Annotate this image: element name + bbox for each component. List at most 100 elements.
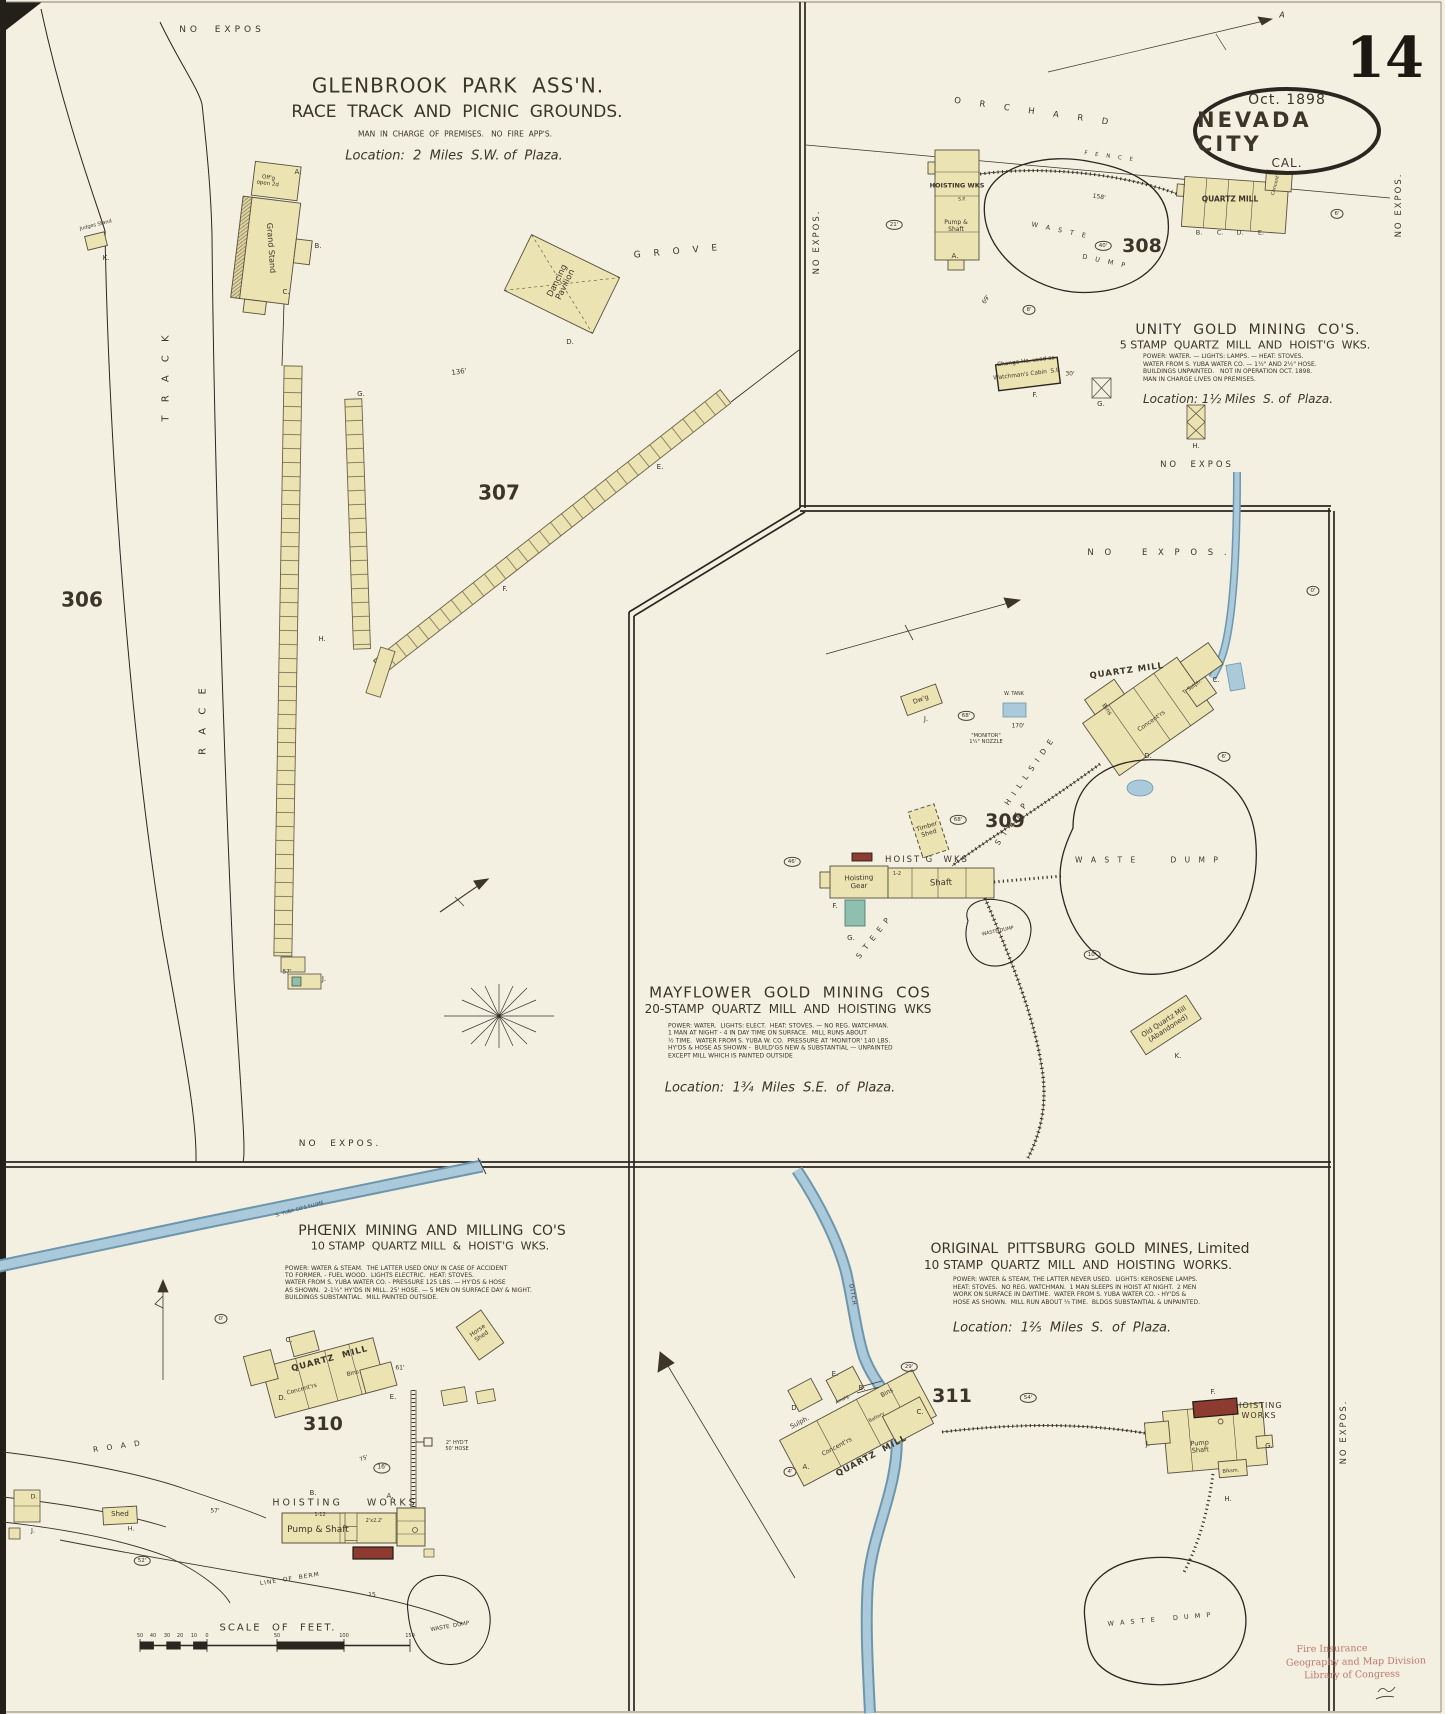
- stamp-scribble: [1375, 1686, 1396, 1700]
- shaft-label: Shaft: [929, 877, 953, 889]
- unity-letter-h: H.: [1192, 441, 1200, 450]
- no-expos-margin-bottom: NO EXPOS.: [1339, 1399, 1350, 1465]
- unity-letter-a: A.: [951, 251, 959, 260]
- scale-num-10: 10: [190, 1633, 198, 1640]
- phoenix-letter-d2: D.: [30, 1492, 38, 1501]
- road-label: R O A D: [92, 1438, 144, 1455]
- judges-stand-label: Judges Stand: [79, 218, 113, 233]
- horse-shed-label: Horse Shed: [468, 1322, 490, 1344]
- phoenix-hoisting-label: HOISTING WORKS: [272, 1497, 418, 1509]
- left-small-buildings-310: [8, 1489, 41, 1540]
- grand-stand-label: Grand Stand: [264, 222, 278, 274]
- phoenix-letter-h: H.: [127, 1524, 135, 1533]
- water-tank-309: [1002, 702, 1027, 718]
- hoisting-gear-label: Hoisting Gear: [844, 873, 874, 891]
- dim-57-310: 57': [210, 1507, 220, 1515]
- mayflower-notes: POWER: WATER. LIGHTS: ELECT. HEAT: STOVE…: [668, 1022, 893, 1060]
- dim-68-upper: 68': [957, 710, 975, 722]
- waste-dump-309-label: W A S T E D U M P: [1075, 855, 1221, 865]
- shed-label: Shed: [111, 1509, 129, 1518]
- binding-edge: [0, 0, 6, 1714]
- pittsburg-letter-h: H.: [1224, 1494, 1232, 1503]
- dim-158: 158': [1092, 192, 1107, 202]
- dim-40: 40': [1094, 240, 1112, 252]
- phoenix-small-buildings: [440, 1386, 496, 1407]
- ditch-label: DITCH: [847, 1283, 858, 1307]
- oval-state: CAL.: [1271, 156, 1303, 170]
- unity-letter-d: D.: [1236, 228, 1244, 237]
- letter-a-glen: A.: [294, 167, 302, 176]
- unity-letter-e: E.: [1257, 228, 1265, 237]
- offg-label: Off'g open 2d: [256, 174, 280, 189]
- pipe-line-310: [410, 1390, 417, 1524]
- pittsburg-mill-buildings: [778, 1365, 938, 1487]
- flume-310: [0, 1157, 487, 1273]
- hydrant-310: [416, 1437, 433, 1447]
- waste-dump-310-label: WASTE DUMP: [430, 1620, 470, 1634]
- dim-1-2: 1-2: [892, 871, 902, 878]
- unity-quartz-mill-building: [1176, 169, 1293, 235]
- watchman-cabin-building: [994, 356, 1062, 392]
- letter-f-glen: F.: [502, 584, 508, 593]
- glenbrook-title-line2: RACE TRACK AND PICNIC GROUNDS.: [291, 102, 623, 123]
- dancing-pavilion-building: [503, 234, 621, 334]
- north-arrow-glen: [439, 878, 490, 913]
- dim-61-310: 61': [395, 1364, 405, 1372]
- unity-watchman-label: Watchman's Cabin S.P.: [993, 367, 1061, 382]
- oval-date: Oct. 1898: [1248, 92, 1326, 108]
- dim-6-309: 6': [1217, 751, 1231, 763]
- pittsburg-pump-shaft-label: Pump Shaft: [1190, 1438, 1210, 1455]
- unity-change-house-label: Change Ho. used as: [996, 355, 1056, 369]
- north-arrow-311: [657, 1351, 796, 1579]
- block-number-308: 308: [1122, 235, 1162, 258]
- monitor-label: "MONITOR" 1¼" NOZZLE: [969, 733, 1003, 745]
- no-expos-309: N O E X P O S .: [1087, 548, 1231, 559]
- compass-rose: [444, 984, 554, 1048]
- dim-54: 54': [1019, 1392, 1037, 1404]
- orchard-label: O R C H A R D: [953, 95, 1117, 129]
- unity-title-line1: UNITY GOLD MINING CO'S.: [1135, 321, 1361, 338]
- fence-line: [805, 144, 1391, 199]
- glenbrook-note: MAN IN CHARGE OF PREMISES. NO FIRE APP'S…: [358, 129, 552, 139]
- flume-label: S. YUBA CO'S FLUME: [275, 1200, 325, 1219]
- shed-building-310: [102, 1505, 138, 1526]
- unity-location: Location: 1½ Miles S. of Plaza.: [1142, 392, 1334, 407]
- scale-num-100: 100: [339, 1633, 349, 1640]
- mill-pond-309: [1126, 779, 1154, 797]
- pittsburg-letter-b: B.: [858, 1383, 866, 1392]
- unity-letter-b: B.: [1195, 228, 1203, 237]
- old-mill-label: Old Quartz Mill (Abandoned): [1139, 1004, 1190, 1045]
- mayflower-waste-dump-outline: [1059, 759, 1257, 975]
- pittsburg-letter-f: F.: [1210, 1387, 1216, 1396]
- phoenix-hoisting-buildings: [281, 1507, 435, 1560]
- mayflower-hoisting-label: HOIST'G WKS: [885, 855, 969, 866]
- pittsburg-letter-g: G.: [1265, 1441, 1273, 1450]
- dim-136: 136': [450, 366, 468, 378]
- phoenix-pump-shaft-label: Pump & Shaft: [287, 1524, 349, 1535]
- dim-29: 29': [900, 1361, 918, 1373]
- dim-16: 16': [373, 1462, 391, 1474]
- block-number-309: 309: [985, 810, 1025, 833]
- horse-shed-building: [455, 1309, 505, 1361]
- mayflower-panel-shapes: [819, 471, 1257, 1159]
- mayflower-letter-g: G.: [847, 933, 855, 942]
- unity-waste-dump-outline: [983, 158, 1170, 294]
- dim-52: 52': [133, 1555, 151, 1567]
- corner-shadow: [6, 2, 42, 30]
- hoisting-works-311-label: HOISTING WORKS: [1235, 1401, 1283, 1420]
- unity-hoisting-building: [927, 149, 980, 271]
- dim-0-310: 0': [214, 1313, 228, 1325]
- dim-8: 8': [1022, 304, 1036, 316]
- letter-k-glen: K.: [102, 253, 110, 262]
- scale-num-20: 20: [176, 1633, 184, 1640]
- timber-shed-309: [907, 803, 950, 859]
- block-number-307: 307: [478, 480, 520, 505]
- dim-170: 170': [1011, 722, 1025, 730]
- dim-69: 69': [980, 293, 992, 306]
- pittsburg-notes: POWER: WATER & STEAM, THE LATTER NEVER U…: [953, 1275, 1200, 1306]
- scale-num-50l: 50: [136, 1633, 144, 1640]
- mayflower-concentrators-label: Concent'rs: [1136, 709, 1167, 734]
- dim-0-309: 0': [1306, 585, 1320, 597]
